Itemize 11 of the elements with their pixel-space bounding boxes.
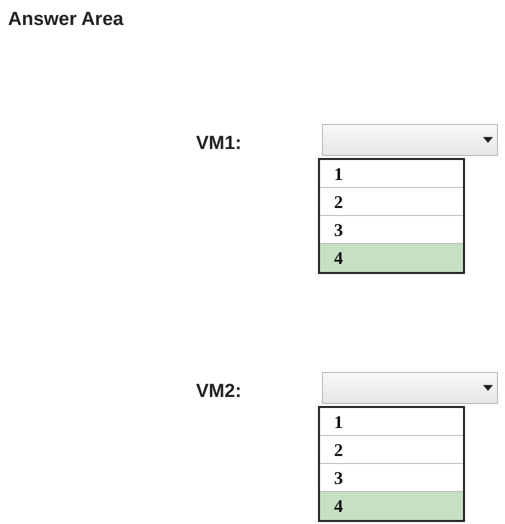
dropdown-option: 2 [320, 436, 463, 464]
title: Answer Area [8, 8, 124, 32]
dropdown-option: 4 [320, 492, 463, 520]
dropdown-option: 2 [320, 188, 463, 216]
dropdown-option: 1 [320, 408, 463, 436]
field-label: VM2: [196, 380, 242, 404]
dropdown-list [318, 158, 465, 274]
dropdown-option: 4 [320, 244, 463, 272]
dropdown-list [318, 406, 465, 522]
dropdown-option: 1 [320, 160, 463, 188]
field-label: VM1: [196, 132, 242, 156]
